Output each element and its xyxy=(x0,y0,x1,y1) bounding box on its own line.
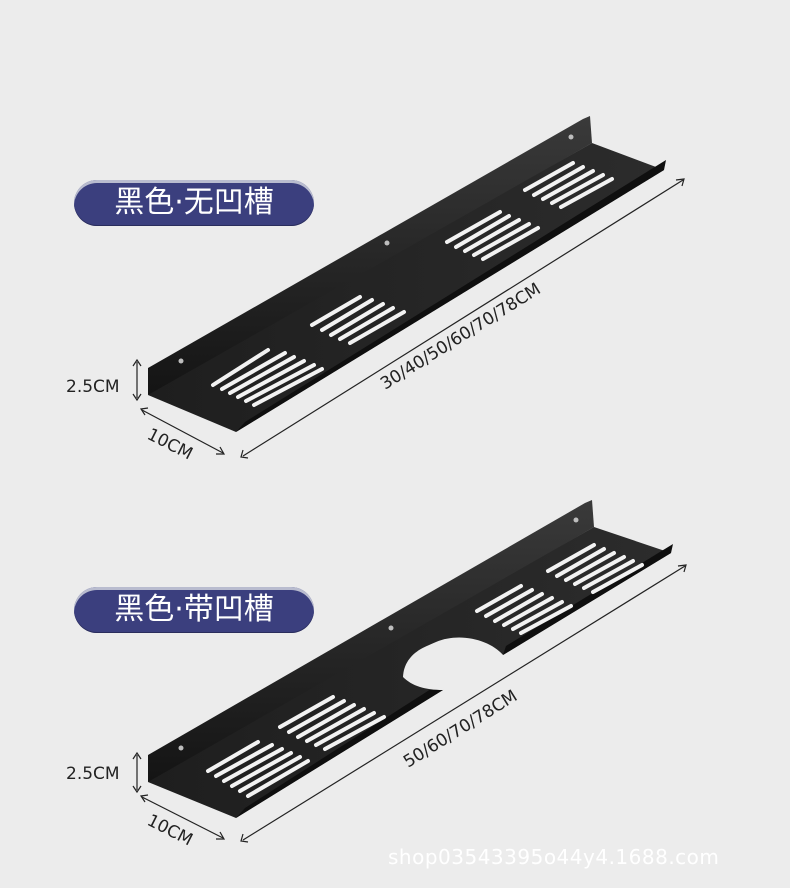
height-label: 2.5CM xyxy=(66,377,120,397)
shelf-with-groove xyxy=(148,500,673,818)
vent-slots xyxy=(206,543,644,798)
store-watermark: shop03543395o44y4.1688.com xyxy=(388,845,720,869)
screw-hole xyxy=(573,517,579,523)
shelf-back-wall xyxy=(148,116,592,395)
dimension-lines xyxy=(132,564,687,843)
depth-label: 10CM xyxy=(144,811,196,851)
screw-hole xyxy=(178,745,184,751)
shelf-no-groove xyxy=(148,116,666,432)
vent-slots xyxy=(211,161,614,407)
groove-cutout xyxy=(403,640,503,690)
dimension-lines xyxy=(132,178,685,459)
variant-badge-with-groove: 黑色·带凹槽 xyxy=(74,587,314,633)
depth-label: 10CM xyxy=(144,425,196,465)
height-label: 2.5CM xyxy=(66,764,120,784)
screw-hole xyxy=(388,625,394,631)
shelf-back-wall xyxy=(148,500,594,782)
variant-badge-no-groove: 黑色·无凹槽 xyxy=(74,180,314,226)
screw-hole xyxy=(384,240,390,246)
shelf-front-lip xyxy=(236,680,445,818)
screw-hole xyxy=(178,358,184,364)
screw-hole xyxy=(568,134,574,140)
shelf-front-lip xyxy=(236,160,666,432)
